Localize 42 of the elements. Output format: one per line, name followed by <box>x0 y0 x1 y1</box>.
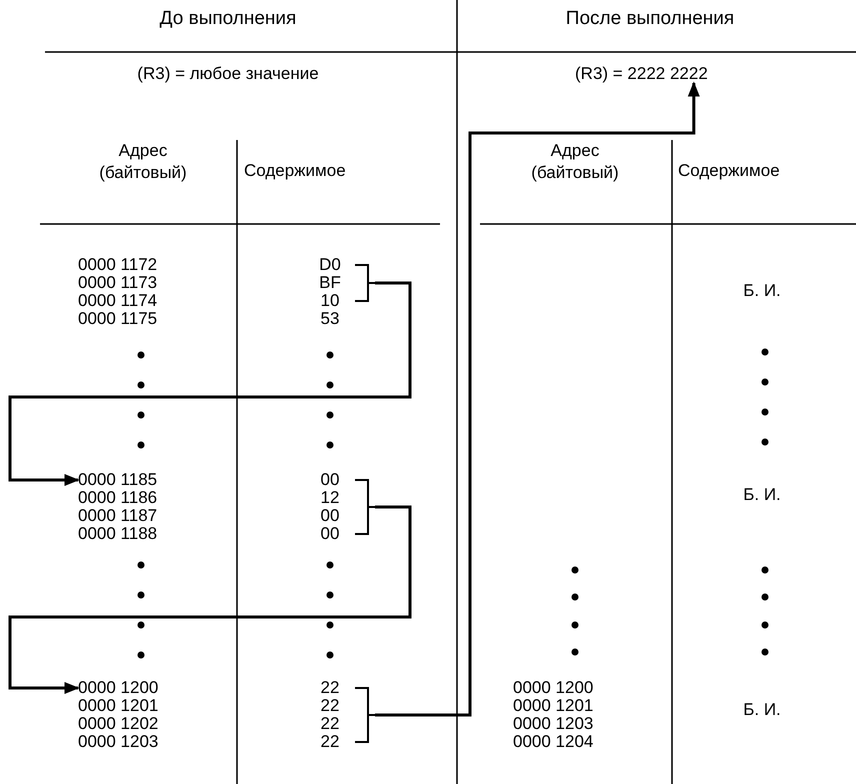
address-text: 0000 1173 <box>78 274 158 292</box>
address-text: 0000 1201 <box>78 697 158 715</box>
address-text: 0000 1202 <box>78 715 158 733</box>
section-heading: После выполнения <box>564 10 736 28</box>
arrow <box>8 282 412 486</box>
hex-value: 22 <box>320 697 340 715</box>
undefined-marker: Б. И. <box>742 282 782 300</box>
address-text: 0000 1200 <box>78 679 158 697</box>
address-text: 0000 1175 <box>78 310 158 328</box>
address-text: 0000 1188 <box>78 525 158 543</box>
address-text: 0000 1174 <box>78 292 158 310</box>
register-note: (R3) = любое значение <box>136 65 320 83</box>
hex-value: 53 <box>320 310 340 328</box>
column-header: Адрес (байтовый) <box>98 140 188 184</box>
section-heading: До выполнения <box>158 10 298 28</box>
hex-value: 12 <box>320 489 340 507</box>
column-header: Адрес (байтовый) <box>530 140 620 184</box>
hex-value: 00 <box>320 507 340 525</box>
column-header: Содержимое <box>678 162 781 180</box>
address-text: 0000 1201 <box>513 697 594 715</box>
address-text: 0000 1187 <box>78 507 158 525</box>
hex-value: 10 <box>320 292 340 310</box>
hex-value: 00 <box>320 471 340 489</box>
address-text: 0000 1185 <box>78 471 158 489</box>
undefined-marker: Б. И. <box>742 486 782 504</box>
hex-value: D0 <box>318 256 342 274</box>
column-header: Содержимое <box>244 162 347 180</box>
hex-value: 22 <box>320 733 340 751</box>
address-text: 0000 1203 <box>513 715 594 733</box>
hex-value: 22 <box>320 679 340 697</box>
hex-value: BF <box>318 274 342 292</box>
arrow <box>375 82 700 716</box>
address-text: 0000 1203 <box>78 733 158 751</box>
undefined-marker: Б. И. <box>742 701 782 719</box>
register-value: (R3) = 2222 2222 <box>575 65 708 83</box>
address-text: 0000 1200 <box>513 679 594 697</box>
hex-value: 22 <box>320 715 340 733</box>
address-text: 0000 1172 <box>78 256 158 274</box>
arrow <box>8 506 412 694</box>
address-text: 0000 1204 <box>513 733 594 751</box>
hex-value: 00 <box>320 525 340 543</box>
address-text: 0000 1186 <box>78 489 158 507</box>
